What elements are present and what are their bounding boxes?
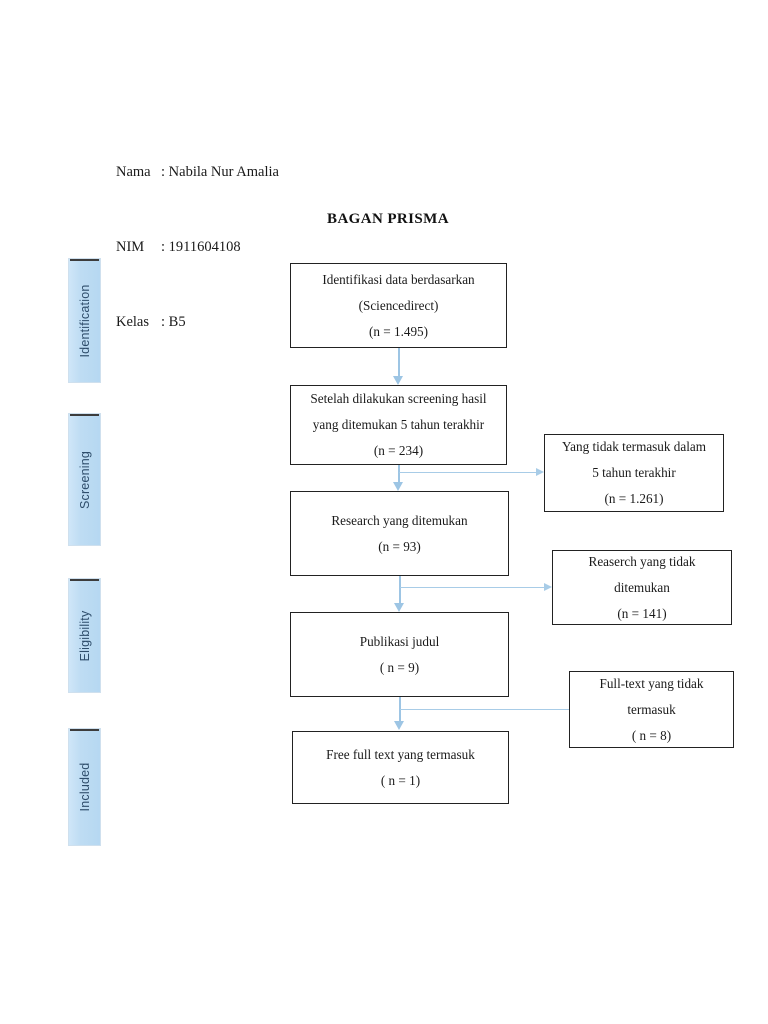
stage-bar-identification: Identification (68, 258, 101, 383)
exclusion-box-full-text-excluded-line1: Full-text yang tidak (599, 675, 704, 691)
exclusion-box-research-not-found-count: (n = 141) (617, 605, 667, 621)
exclusion-box-not-within-5-years-line1: Yang tidak termasuk dalam (561, 439, 707, 454)
flow-box-publikasi-judul: Publikasi judul ( n = 9) (290, 612, 509, 697)
exclusion-box-not-within-5-years-line2: 5 tahun terakhir (592, 465, 676, 480)
flow-box-screening-line1: Setelah dilakukan screening hasil (310, 391, 487, 406)
stage-bar-eligibility: Eligibility (68, 578, 101, 693)
arrowhead-research-to-publikasi-icon (394, 603, 404, 612)
flow-box-publikasi-judul-line1: Publikasi judul (359, 633, 440, 649)
flow-box-free-full-text: Free full text yang termasuk ( n = 1) (292, 731, 509, 804)
student-info-block: Nama: Nabila Nur Amalia NIM: 1911604108 … (116, 110, 279, 360)
student-info-sep-nim: : (161, 239, 166, 255)
exclusion-box-research-not-found-line2: ditemukan (614, 579, 670, 595)
exclusion-box-research-not-found: Reaserch yang tidak ditemukan (n = 141) (552, 550, 732, 625)
exclusion-box-research-not-found-line1: Reaserch yang tidak (588, 553, 696, 569)
stage-label-identification: Identification (77, 284, 92, 357)
arrowhead-screening-to-research-icon (393, 482, 403, 491)
exclusion-box-not-within-5-years: Yang tidak termasuk dalam 5 tahun terakh… (544, 434, 724, 512)
flow-box-identification: Identifikasi data berdasarkan (Sciencedi… (290, 263, 507, 348)
student-info-value-nama: Nabila Nur Amalia (168, 164, 279, 180)
flow-box-publikasi-judul-count: ( n = 9) (379, 659, 420, 675)
stage-label-included: Included (77, 762, 92, 812)
page-title: BAGAN PRISMA (0, 211, 768, 228)
connector-identification-to-screening (398, 348, 400, 376)
student-info-sep-kelas: : (161, 314, 166, 330)
student-info-row-nim: NIM: 1911604108 (116, 235, 279, 260)
flow-box-free-full-text-count: ( n = 1) (380, 772, 421, 788)
stage-bar-included: Included (68, 728, 101, 846)
flow-box-screening-count: (n = 234) (373, 443, 424, 458)
flow-box-research-found-line1: Research yang ditemukan (331, 512, 468, 528)
stage-label-screening: Screening (77, 450, 92, 509)
flow-box-research-found: Research yang ditemukan (n = 93) (290, 491, 509, 576)
student-info-sep-nama: : (161, 164, 166, 180)
connector-screening-to-research (398, 465, 400, 482)
arrowhead-screening-to-exclusion-years-icon (536, 468, 544, 476)
arrowhead-identification-to-screening-icon (393, 376, 403, 385)
flow-box-identification-line1: Identifikasi data berdasarkan (322, 271, 475, 287)
connector-screening-to-exclusion-years (399, 472, 536, 474)
arrowhead-publikasi-to-free-full-text-icon (394, 721, 404, 730)
stage-bar-screening: Screening (68, 413, 101, 546)
connector-research-to-exclusion-research (400, 587, 544, 589)
page-title-text: BAGAN PRISMA (327, 211, 449, 227)
flow-box-free-full-text-line1: Free full text yang termasuk (326, 746, 475, 762)
flow-box-screening-line2: yang ditemukan 5 tahun terakhir (312, 417, 485, 432)
arrowhead-research-to-exclusion-research-icon (544, 583, 552, 591)
exclusion-box-full-text-excluded: Full-text yang tidak termasuk ( n = 8) (569, 671, 734, 748)
flow-box-screening: Setelah dilakukan screening hasil yang d… (290, 385, 507, 465)
flow-box-research-found-count: (n = 93) (378, 538, 421, 554)
student-info-value-nim: 1911604108 (168, 239, 241, 255)
student-info-label-nim: NIM (116, 239, 145, 255)
exclusion-box-not-within-5-years-count: (n = 1.261) (604, 491, 664, 506)
exclusion-box-full-text-excluded-line2: termasuk (627, 701, 676, 717)
student-info-label-kelas: Kelas (116, 314, 150, 330)
connector-publikasi-to-free-full-text (399, 697, 401, 721)
student-info-row-nama: Nama: Nabila Nur Amalia (116, 160, 279, 185)
connector-publikasi-to-exclusion-fulltext (400, 709, 569, 711)
connector-research-to-publikasi (399, 576, 401, 603)
student-info-label-nama: Nama (116, 164, 151, 180)
student-info-row-kelas: Kelas: B5 (116, 310, 279, 335)
exclusion-box-full-text-excluded-count: ( n = 8) (631, 727, 672, 743)
flow-box-identification-count: (n = 1.495) (368, 323, 429, 339)
stage-label-eligibility: Eligibility (77, 610, 92, 661)
flow-box-identification-line2: (Sciencedirect) (358, 297, 439, 313)
student-info-value-kelas: B5 (168, 314, 186, 330)
